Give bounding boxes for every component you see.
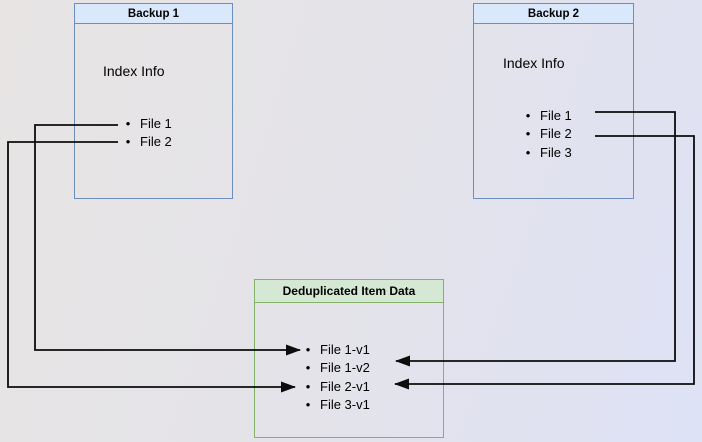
dedup-file1v1-item: • File 1-v1 bbox=[303, 340, 370, 359]
backup2-title: Backup 2 bbox=[527, 8, 580, 20]
backup1-header: Backup 1 bbox=[75, 4, 232, 24]
dedup-file3v1-item: • File 3-v1 bbox=[303, 396, 370, 415]
backup2-file-list: • File 1 • File 2 • File 3 bbox=[523, 106, 572, 162]
bullet-icon: • bbox=[525, 126, 531, 142]
backup2-header: Backup 2 bbox=[474, 4, 633, 24]
dedup-header: Deduplicated Item Data bbox=[255, 280, 443, 303]
backup1-file2-item: • File 2 bbox=[123, 133, 172, 152]
backup2-file3-item: • File 3 bbox=[523, 143, 572, 162]
bullet-icon: • bbox=[305, 397, 311, 413]
backup2-box: Backup 2 Index Info • File 1 • File 2 • … bbox=[473, 3, 634, 199]
file-label: File 1-v1 bbox=[320, 341, 370, 357]
file-label: File 3-v1 bbox=[320, 397, 370, 413]
bullet-icon: • bbox=[525, 144, 531, 160]
dedup-box: Deduplicated Item Data • File 1-v1 • Fil… bbox=[254, 279, 444, 438]
bullet-icon: • bbox=[525, 107, 531, 123]
bullet-icon: • bbox=[125, 115, 131, 131]
bullet-icon: • bbox=[125, 134, 131, 150]
bullet-icon: • bbox=[305, 341, 311, 357]
file-label: File 2-v1 bbox=[320, 378, 370, 394]
file-label: File 2 bbox=[140, 134, 172, 150]
bullet-icon: • bbox=[305, 360, 311, 376]
file-label: File 3 bbox=[540, 144, 572, 160]
dedup-file1v2-item: • File 1-v2 bbox=[303, 359, 370, 378]
dedup-file2v1-item: • File 2-v1 bbox=[303, 377, 370, 396]
file-label: File 2 bbox=[540, 126, 572, 142]
file-label: File 1 bbox=[140, 115, 172, 131]
file-label: File 1-v2 bbox=[320, 360, 370, 376]
bullet-icon: • bbox=[305, 378, 311, 394]
dedup-file-list: • File 1-v1 • File 1-v2 • File 2-v1 • Fi… bbox=[303, 340, 370, 414]
dedup-title: Deduplicated Item Data bbox=[282, 284, 416, 298]
backup1-index-info-label: Index Info bbox=[103, 63, 165, 79]
backup2-index-info-label: Index Info bbox=[503, 55, 565, 71]
file-label: File 1 bbox=[540, 107, 572, 123]
backup2-file1-item: • File 1 bbox=[523, 106, 572, 125]
backup2-file2-item: • File 2 bbox=[523, 125, 572, 144]
backup1-file-list: • File 1 • File 2 bbox=[123, 114, 172, 151]
backup1-box: Backup 1 Index Info • File 1 • File 2 bbox=[74, 3, 233, 199]
backup1-file1-item: • File 1 bbox=[123, 114, 172, 133]
backup1-title: Backup 1 bbox=[127, 8, 180, 20]
